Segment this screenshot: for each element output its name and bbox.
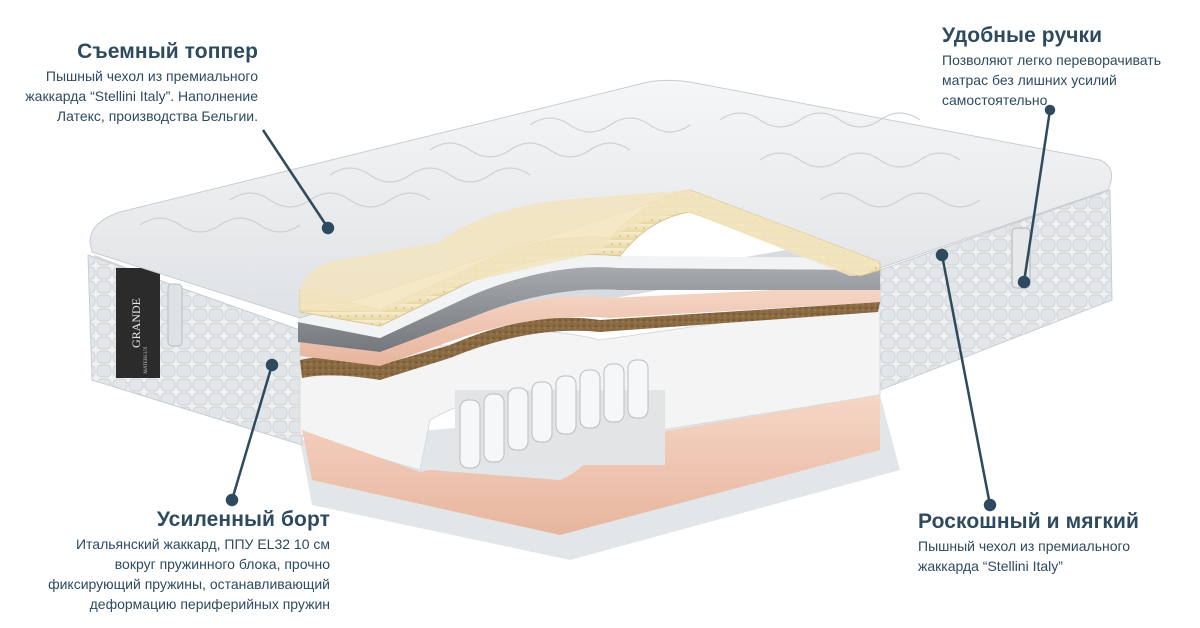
pink-foam-middle	[300, 285, 880, 366]
callout-title: Съемный топпер	[77, 40, 258, 63]
callout-text: Пышный чехол из премиального жаккарда “S…	[25, 68, 258, 124]
callout-reinforced-border: Усиленный борт Итальянский жаккард, ППУ …	[20, 508, 330, 614]
callout-text: Итальянский жаккард, ППУ EL32 10 см вокр…	[48, 536, 330, 612]
callout-text: Пышный чехол из премиального жаккарда “S…	[918, 538, 1131, 574]
callout-luxurious-soft: Роскошный и мягкий Пышный чехол из преми…	[918, 510, 1188, 576]
leader-lines	[225, 104, 1056, 512]
coconut-coir-layer	[300, 302, 880, 380]
callout-text: Позволяют легко переворачивать матрас бе…	[942, 52, 1161, 108]
grey-foam-layer	[298, 266, 880, 352]
callout-title: Удобные ручки	[942, 24, 1103, 47]
callout-handles: Удобные ручки Позволяют легко переворачи…	[942, 24, 1192, 110]
callout-title: Усиленный борт	[156, 508, 330, 531]
callout-title: Роскошный и мягкий	[918, 510, 1140, 533]
brand-logo-panel	[116, 268, 160, 378]
brand-logo-subtext: MATERLUX	[144, 346, 149, 374]
pocket-spring-block	[455, 359, 665, 469]
callout-removable-topper: Съемный топпер Пышный чехол из премиальн…	[10, 40, 258, 126]
quilt-stitching	[139, 112, 981, 233]
left-handle	[167, 283, 183, 347]
latex-thick-face	[300, 190, 880, 312]
brand-logo-text: GRANDE	[129, 298, 143, 348]
